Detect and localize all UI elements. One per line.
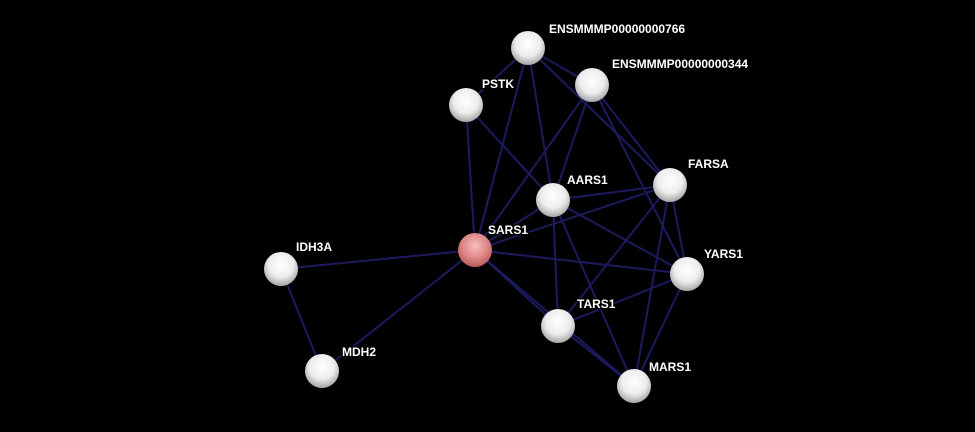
node-label-IDH3A: IDH3A — [296, 240, 332, 254]
edge-ENSMMMP00000000344-YARS1[interactable] — [591, 84, 688, 275]
node-MDH2[interactable] — [305, 354, 339, 388]
edge-ENSMMMP00000000766-AARS1[interactable] — [527, 47, 554, 201]
node-label-ENSMMMP00000000344: ENSMMMP00000000344 — [612, 57, 748, 71]
edge-ENSMMMP00000000344-FARSA[interactable] — [591, 84, 671, 186]
edge-ENSMMMP00000000344-AARS1[interactable] — [552, 84, 593, 201]
edge-SARS1-IDH3A[interactable] — [280, 249, 476, 270]
edge-SARS1-ENSMMMP00000000766[interactable] — [474, 47, 529, 251]
edge-AARS1-MARS1[interactable] — [552, 199, 635, 387]
node-ENSMMMP00000000766[interactable] — [511, 31, 545, 65]
edge-SARS1-MDH2[interactable] — [321, 249, 476, 372]
node-PSTK[interactable] — [449, 88, 483, 122]
edge-AARS1-TARS1[interactable] — [552, 199, 559, 327]
edge-SARS1-FARSA[interactable] — [474, 184, 671, 251]
edge-SARS1-PSTK[interactable] — [465, 104, 476, 251]
node-label-TARS1: TARS1 — [577, 297, 616, 311]
edge-AARS1-FARSA[interactable] — [552, 184, 671, 201]
node-label-YARS1: YARS1 — [704, 247, 743, 261]
node-label-AARS1: AARS1 — [567, 173, 608, 187]
node-SARS1[interactable] — [458, 233, 492, 267]
labels-layer: ENSMMMP00000000766ENSMMMP00000000344PSTK… — [295, 21, 750, 376]
edges-layer — [280, 47, 688, 387]
edge-YARS1-MARS1[interactable] — [633, 273, 688, 387]
edge-YARS1-TARS1[interactable] — [557, 273, 688, 327]
edge-AARS1-YARS1[interactable] — [552, 199, 688, 275]
edge-PSTK-AARS1[interactable] — [465, 104, 554, 201]
node-label-MDH2: MDH2 — [342, 345, 376, 359]
edge-SARS1-ENSMMMP00000000344[interactable] — [474, 84, 593, 251]
edge-IDH3A-MDH2[interactable] — [280, 268, 323, 372]
node-MARS1[interactable] — [617, 369, 651, 403]
edge-ENSMMMP00000000766-FARSA[interactable] — [527, 47, 671, 186]
node-ENSMMMP00000000344[interactable] — [575, 68, 609, 102]
node-AARS1[interactable] — [536, 183, 570, 217]
edge-FARSA-TARS1[interactable] — [557, 184, 671, 327]
node-FARSA[interactable] — [653, 168, 687, 202]
nodes-layer — [264, 31, 704, 403]
node-IDH3A[interactable] — [264, 252, 298, 286]
node-YARS1[interactable] — [670, 257, 704, 291]
node-label-MARS1: MARS1 — [649, 360, 691, 374]
node-label-PSTK: PSTK — [482, 77, 514, 91]
node-TARS1[interactable] — [541, 309, 575, 343]
node-label-SARS1: SARS1 — [488, 223, 528, 237]
edge-FARSA-MARS1[interactable] — [633, 184, 671, 387]
node-label-ENSMMMP00000000766: ENSMMMP00000000766 — [549, 22, 685, 36]
node-label-FARSA: FARSA — [688, 157, 729, 171]
